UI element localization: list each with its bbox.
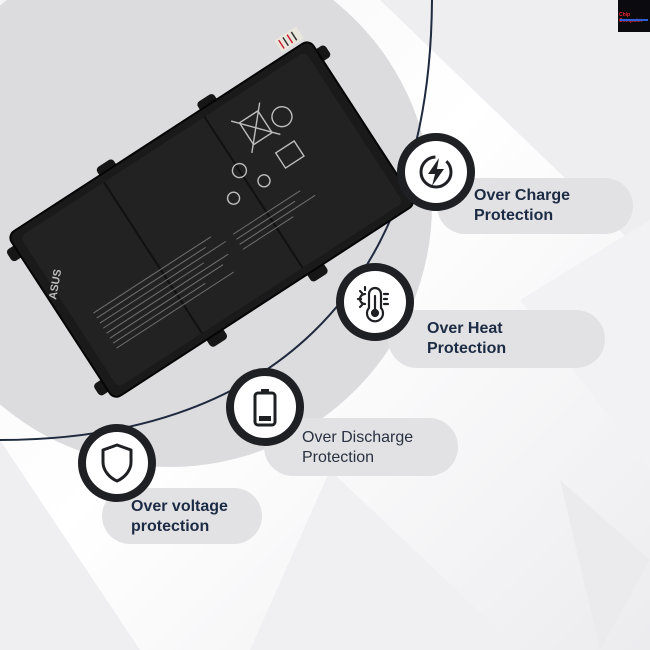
asus-brand-mark: ASUS bbox=[47, 268, 64, 300]
label-over-heat-line1: Over Heat bbox=[427, 320, 503, 337]
battery-icon bbox=[247, 387, 283, 427]
label-over-charge: Over Charge Protection bbox=[474, 186, 570, 226]
label-over-discharge-line2: Protection bbox=[302, 449, 375, 466]
badge-over-voltage bbox=[78, 424, 156, 502]
logo-underline bbox=[620, 19, 648, 21]
badge-over-discharge bbox=[226, 368, 304, 446]
label-over-charge-line2: Protection bbox=[474, 207, 554, 224]
lightning-bolt-icon bbox=[416, 152, 456, 192]
label-over-discharge: Over Discharge Protection bbox=[302, 428, 413, 468]
label-over-voltage: Over voltage protection bbox=[131, 497, 228, 537]
label-over-voltage-line1: Over voltage bbox=[131, 498, 228, 515]
badge-over-heat bbox=[336, 263, 414, 341]
label-over-heat-line2: Protection bbox=[427, 340, 507, 357]
label-over-heat: Over Heat Protection bbox=[427, 319, 506, 359]
logo-text: Chip Computer bbox=[619, 12, 643, 24]
shield-icon bbox=[97, 441, 137, 485]
label-over-voltage-line2: protection bbox=[131, 518, 210, 535]
label-over-charge-line1: Over Charge bbox=[474, 187, 571, 204]
label-over-discharge-line1: Over Discharge bbox=[302, 429, 414, 446]
badge-over-charge bbox=[397, 133, 475, 211]
pill-over-heat bbox=[388, 310, 605, 368]
brand-logo: Chip Computer bbox=[618, 0, 650, 32]
thermometer-sun-icon bbox=[353, 280, 397, 324]
